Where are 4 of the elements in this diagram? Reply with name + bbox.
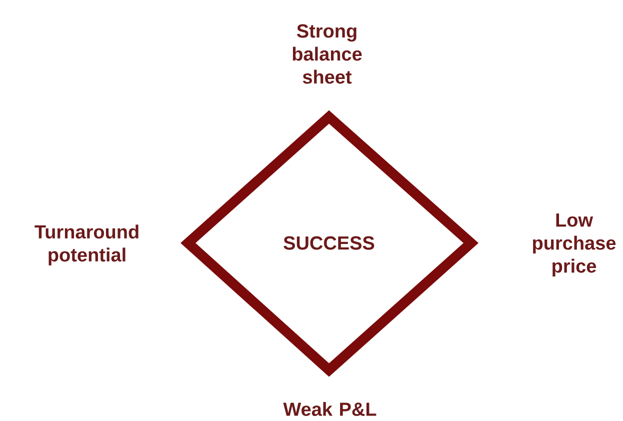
corner-label: Strong balance sheet — [292, 24, 362, 84]
corner-label: Weak P&L — [283, 402, 376, 416]
corner-label: Turnaround potential — [34, 224, 138, 266]
corner-label: Low purchase price — [533, 214, 616, 276]
